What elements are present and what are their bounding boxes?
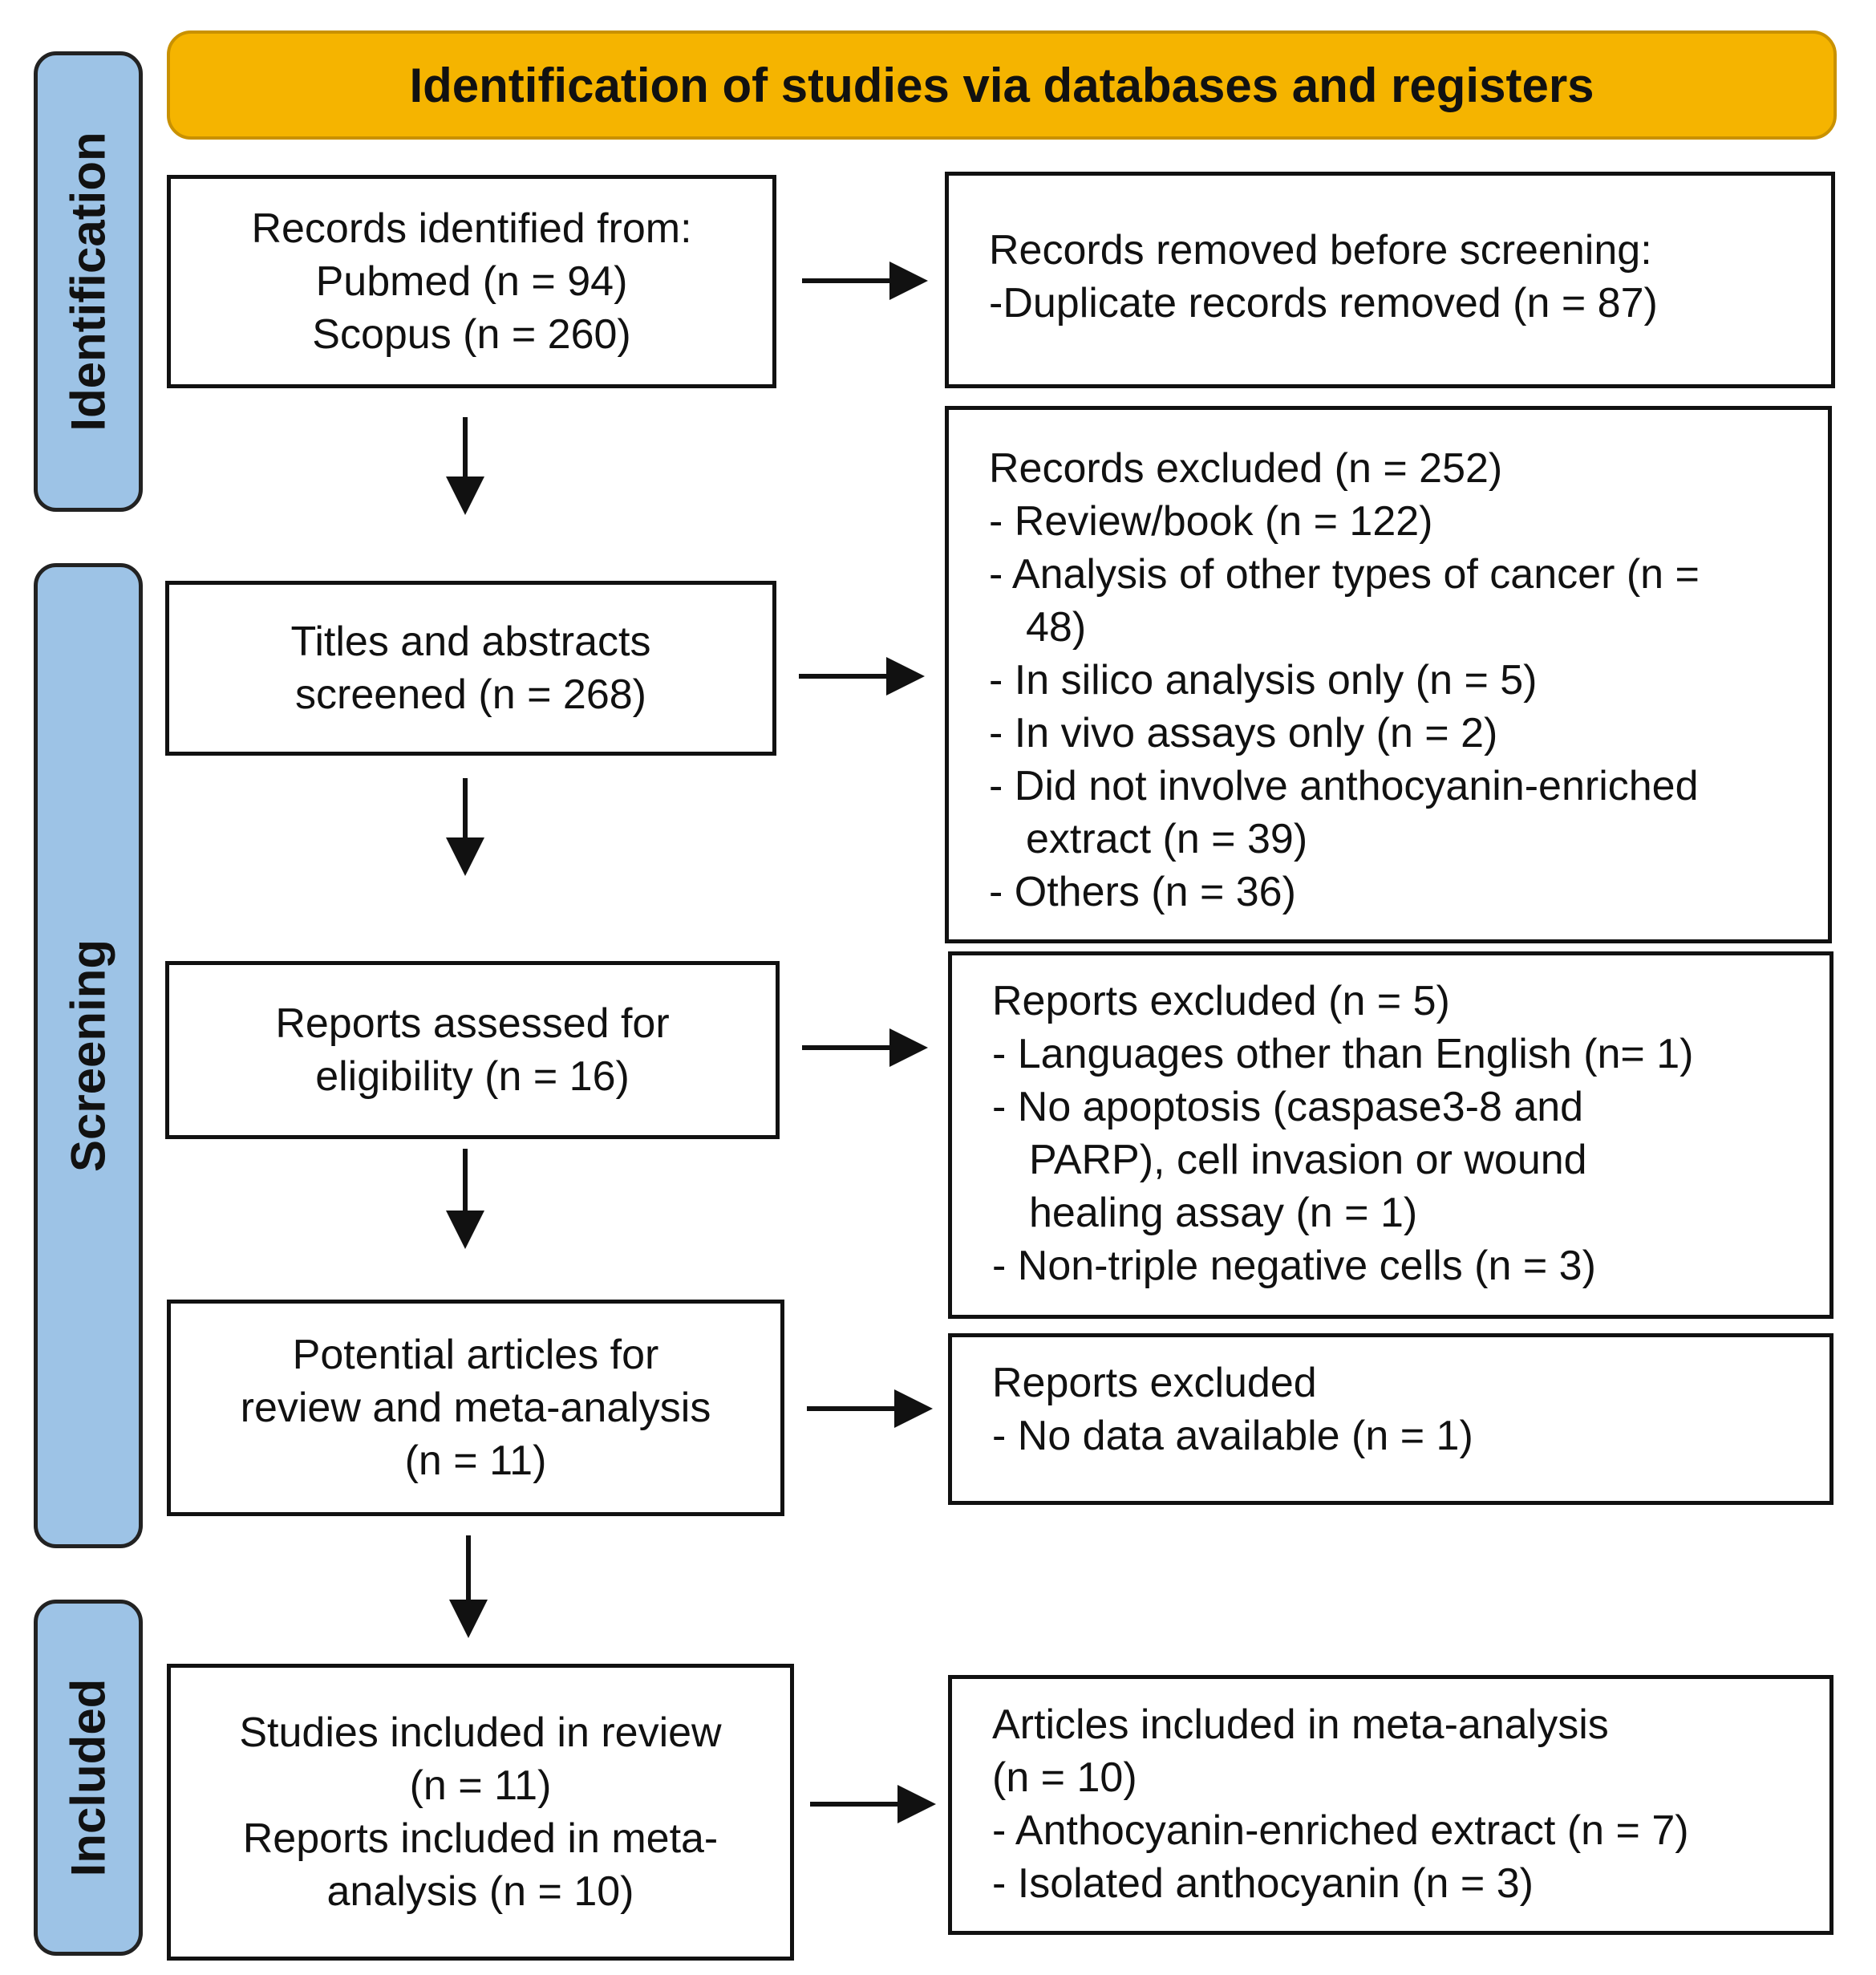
records-excluded-line-7: - Did not involve anthocyanin-enriched [989,763,1699,809]
studies-included-line-2: (n = 11) [409,1762,552,1809]
phase-screening: Screening [34,563,143,1548]
records-excluded-box: Records excluded (n = 252) - Review/book… [945,406,1832,943]
records-identified-line-2: Pubmed (n = 94) [315,258,628,305]
reports-excluded-1-line-2: - Languages other than English (n= 1) [992,1031,1694,1077]
articles-meta-line-3: - Anthocyanin-enriched extract (n = 7) [992,1807,1689,1854]
potential-articles-box: Potential articles for review and meta-a… [167,1300,784,1516]
studies-included-box: Studies included in review (n = 11) Repo… [167,1664,794,1961]
records-excluded-line-4: 48) [1026,604,1087,651]
potential-articles-line-1: Potential articles for [292,1332,659,1378]
reports-excluded-1-line-1: Reports excluded (n = 5) [992,978,1450,1024]
records-excluded-line-6: - In vivo assays only (n = 2) [989,710,1498,756]
records-excluded-line-8: extract (n = 39) [1026,816,1308,862]
potential-articles-line-3: (n = 11) [404,1438,547,1484]
titles-screened-line-1: Titles and abstracts [290,618,651,665]
articles-meta-line-1: Articles included in meta-analysis [992,1701,1609,1748]
reports-assessed-line-1: Reports assessed for [275,1000,670,1047]
reports-excluded-2-line-2: - No data available (n = 1) [992,1413,1473,1459]
header-banner: Identification of studies via databases … [167,30,1837,140]
records-identified-line-3: Scopus (n = 260) [312,311,631,358]
header-title: Identification of studies via databases … [409,58,1594,112]
records-identified-line-1: Records identified from: [251,205,692,252]
records-removed-box: Records removed before screening: -Dupli… [945,172,1835,388]
articles-meta-line-2: (n = 10) [992,1754,1137,1801]
records-excluded-line-2: - Review/book (n = 122) [989,498,1433,545]
articles-meta-box: Articles included in meta-analysis (n = … [948,1675,1833,1935]
reports-excluded-2-line-1: Reports excluded [992,1360,1317,1406]
studies-included-line-3: Reports included in meta- [242,1815,719,1862]
records-removed-line-1: Records removed before screening: [989,227,1652,274]
reports-excluded-1-line-6: - Non-triple negative cells (n = 3) [992,1243,1596,1289]
titles-screened-box: Titles and abstracts screened (n = 268) [165,581,776,756]
studies-included-line-4: analysis (n = 10) [326,1868,634,1915]
reports-excluded-2-box: Reports excluded - No data available (n … [948,1333,1833,1505]
reports-excluded-1-box: Reports excluded (n = 5) - Languages oth… [948,951,1833,1319]
records-identified-box: Records identified from: Pubmed (n = 94)… [167,175,776,388]
reports-assessed-line-2: eligibility (n = 16) [315,1053,630,1100]
records-removed-line-2: -Duplicate records removed (n = 87) [989,280,1658,326]
studies-included-line-1: Studies included in review [239,1709,722,1756]
reports-excluded-1-line-5: healing assay (n = 1) [1029,1190,1418,1236]
records-excluded-line-1: Records excluded (n = 252) [989,445,1503,492]
potential-articles-line-2: review and meta-analysis [240,1385,711,1431]
reports-assessed-box: Reports assessed for eligibility (n = 16… [165,961,780,1139]
articles-meta-line-4: - Isolated anthocyanin (n = 3) [992,1860,1534,1907]
records-excluded-line-9: - Others (n = 36) [989,869,1296,915]
phase-included: Included [34,1600,143,1956]
titles-screened-line-2: screened (n = 268) [295,671,646,718]
phase-identification: Identification [34,51,143,512]
reports-excluded-1-line-4: PARP), cell invasion or wound [1029,1137,1587,1183]
records-excluded-line-3: - Analysis of other types of cancer (n = [989,551,1700,598]
records-excluded-line-5: - In silico analysis only (n = 5) [989,657,1538,704]
reports-excluded-1-line-3: - No apoptosis (caspase3-8 and [992,1084,1584,1130]
